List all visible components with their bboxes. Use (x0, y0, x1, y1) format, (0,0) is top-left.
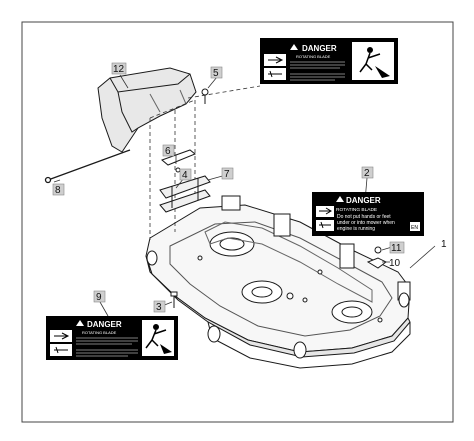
decal-right-code: EN (411, 225, 418, 231)
callout-label-1: 1 (441, 239, 447, 250)
decal-right-subtitle: ROTATING BLADE (336, 207, 377, 213)
decal-right-line3: engine is running (337, 226, 375, 232)
callout-7: 7 (221, 167, 234, 180)
callout-5: 5 (210, 66, 223, 79)
bolt-5 (201, 88, 209, 104)
decal-bottom-title: DANGER (87, 320, 122, 329)
callout-label-4: 4 (182, 170, 188, 181)
callout-6: 6 (162, 144, 175, 157)
callout-11: 11 (389, 241, 405, 254)
callout-4: 4 (179, 168, 192, 181)
callout-3: 3 (153, 300, 166, 313)
callout-label-8: 8 (55, 185, 61, 196)
callout-label-9: 9 (96, 292, 102, 303)
decal-bottom-subtitle: ROTATING BLADE (82, 330, 117, 335)
spring-pin (161, 149, 196, 173)
callout-label-5: 5 (213, 68, 219, 79)
danger-decal-bottom: DANGER ROTATING BLADE (46, 316, 178, 360)
mounting-bracket (159, 175, 211, 213)
mower-deck (145, 195, 411, 369)
decal-top-subtitle: ROTATING BLADE (296, 54, 331, 59)
callout-label-2: 2 (364, 168, 370, 179)
decal-right-line1: Do not put hands or feet (337, 214, 391, 220)
hinge-rod (44, 149, 131, 184)
danger-decal-right: DANGER ROTATING BLADE Do not put hands o… (312, 192, 424, 236)
bolt-3 (170, 291, 178, 308)
discharge-chute (97, 67, 197, 153)
diagram-border (21, 21, 454, 423)
callout-label-3: 3 (156, 302, 162, 313)
callout-2: 2 (361, 166, 374, 179)
callout-10: 10 (389, 258, 401, 269)
callout-label-6: 6 (165, 146, 171, 157)
callout-label-7: 7 (224, 169, 230, 180)
danger-decal-top: DANGER ROTATING BLADE (260, 38, 398, 84)
callout-8: 8 (52, 183, 65, 196)
callout-label-12: 12 (113, 64, 125, 75)
callout-label-10: 10 (389, 258, 401, 269)
callout-1: 1 (441, 239, 447, 250)
decal-right-title: DANGER (346, 196, 381, 205)
decal-right-line2: under or into mower when (337, 220, 395, 226)
decal-top-title: DANGER (302, 44, 337, 53)
callout-12: 12 (111, 62, 127, 75)
callout-label-11: 11 (391, 243, 402, 254)
callout-9: 9 (93, 290, 106, 303)
